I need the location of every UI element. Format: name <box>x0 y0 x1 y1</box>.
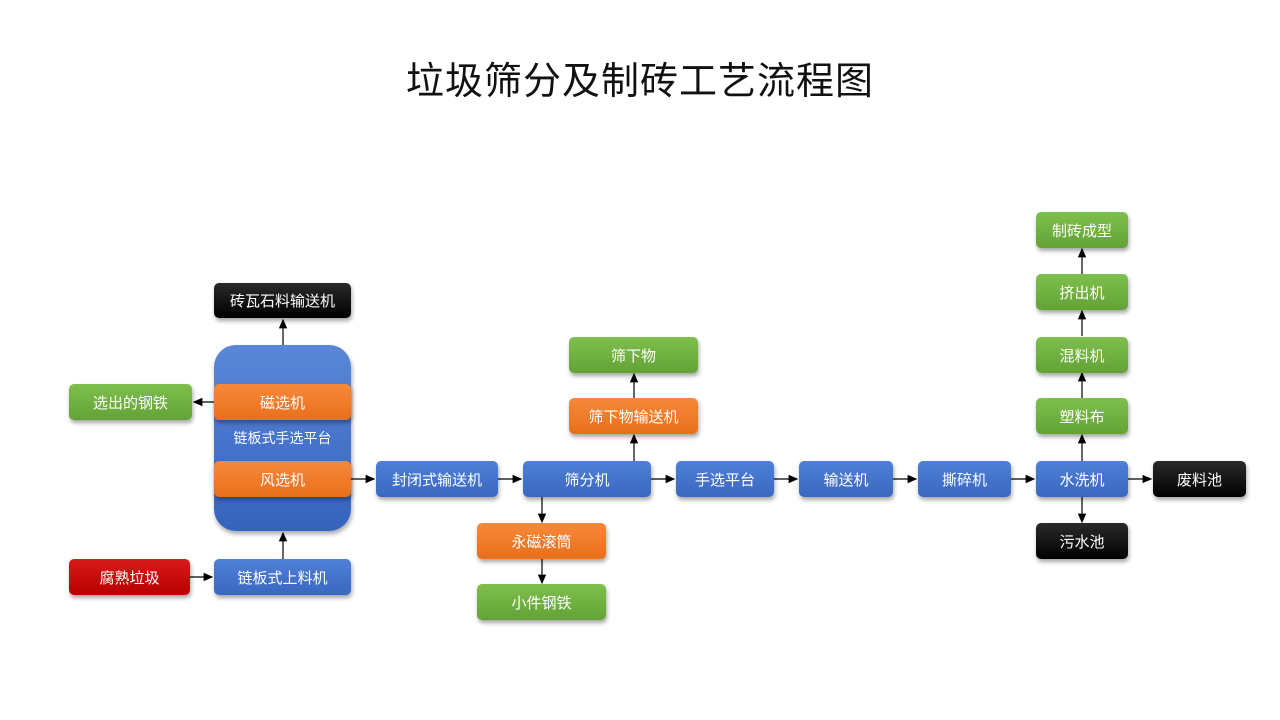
manual-sorting-platform-node: 手选平台 <box>676 461 774 497</box>
chain-sorting-platform-label: 链板式手选平台 <box>233 431 332 447</box>
undersize-node: 筛下物 <box>569 337 698 373</box>
conveyor-node: 输送机 <box>799 461 893 497</box>
undersize-conveyor-node: 筛下物输送机 <box>569 398 698 434</box>
extruder-node: 挤出机 <box>1036 274 1128 310</box>
shredder-node: 撕碎机 <box>918 461 1011 497</box>
sealed-conveyor-node: 封闭式输送机 <box>376 461 498 497</box>
brick-stone-conveyor-node: 砖瓦石料输送机 <box>214 283 351 318</box>
air-separator-node: 风选机 <box>214 461 351 497</box>
chain-sorting-platform <box>214 345 351 531</box>
page-title: 垃圾筛分及制砖工艺流程图 <box>405 59 874 103</box>
selected-iron-node: 选出的钢铁 <box>69 384 192 420</box>
small-steel-node: 小件钢铁 <box>477 584 606 620</box>
sewage-pool-node: 污水池 <box>1036 523 1128 559</box>
rotting-garbage-node: 腐熟垃圾 <box>69 559 190 595</box>
plastic-cloth-node: 塑料布 <box>1036 398 1128 434</box>
chain-feeder-node: 链板式上料机 <box>214 559 351 595</box>
washer-node: 水洗机 <box>1036 461 1128 497</box>
magnetic-separator-node: 磁选机 <box>214 384 351 420</box>
brick-forming-node: 制砖成型 <box>1036 212 1128 248</box>
screening-machine-node: 筛分机 <box>523 461 651 497</box>
waste-pool-node: 废料池 <box>1153 461 1246 497</box>
magnet-drum-node: 永磁滚筒 <box>477 523 606 559</box>
mixer-node: 混料机 <box>1036 337 1128 373</box>
